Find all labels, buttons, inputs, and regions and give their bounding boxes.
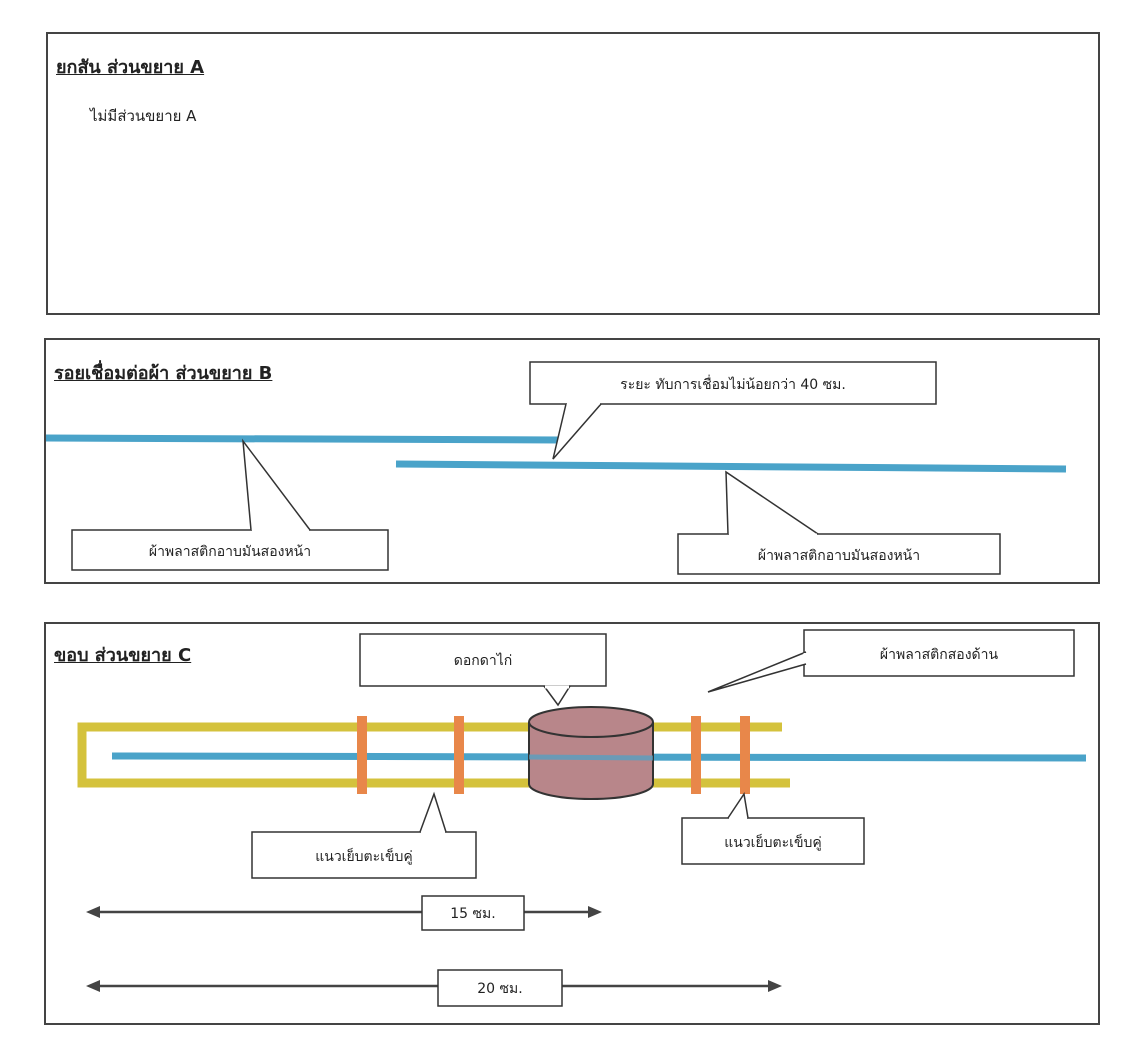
stitch-mark	[740, 716, 750, 794]
callout-fabric-text: ผ้าพลาสติกสองด้าน	[880, 647, 999, 663]
dimension-15-label: 15 ซม.	[450, 906, 495, 922]
left-fabric-line	[46, 434, 560, 444]
seam-diagram: ระยะ ทับการเชื่อมไม่น้อยกว่า 40 ซม. ผ้าพ…	[46, 361, 1067, 575]
grommet-icon	[528, 706, 654, 800]
stitch-mark	[454, 716, 464, 794]
section-b-title: รอยเชื่อมต่อผ้า ส่วนขยาย B	[54, 363, 273, 384]
folded-hem	[77, 722, 790, 788]
panel-section-b: รอยเชื่อมต่อผ้า ส่วนขยาย B ระยะ ทับการเช…	[44, 338, 1100, 584]
panel-section-a: ยกสัน ส่วนขยาย A ไม่มีส่วนขยาย A	[46, 32, 1100, 315]
callout-stitch-left-box	[251, 831, 477, 879]
dimension-20-label: 20 ซม.	[477, 981, 522, 997]
callout-right-text: ผ้าพลาสติกอาบมันสองหน้า	[758, 548, 920, 564]
section-a-title: ยกสัน ส่วนขยาย A	[56, 57, 205, 78]
callout-stitch-left-text: แนวเย็บตะเข็บคู่	[315, 847, 413, 865]
callout-overlap-box	[529, 361, 937, 405]
callout-stitch-left-pointer	[419, 791, 447, 833]
callout-grommet-pointer	[543, 685, 571, 707]
right-fabric-line	[395, 460, 1067, 473]
callout-overlap-pointer	[552, 403, 602, 460]
dimension-15: 15 ซม.	[86, 895, 602, 931]
stitch-mark	[691, 716, 701, 794]
callout-grommet-text: ดอกดาไก่	[454, 652, 512, 669]
callout-stitch-right-text: แนวเย็บตะเข็บคู่	[724, 833, 822, 851]
section-a-note: ไม่มีส่วนขยาย A	[90, 107, 197, 125]
callout-fabric-pointer	[707, 651, 807, 693]
section-c-title: ขอบ ส่วนขยาย C	[54, 645, 192, 666]
callout-left-box	[71, 529, 389, 571]
panel-section-c: ขอบ ส่วนขยาย C ดอกดาไก่ ผ้าพลาสติกสอ	[44, 622, 1100, 1025]
stitch-mark	[357, 716, 367, 794]
dimension-20: 20 ซม.	[86, 969, 782, 1007]
callout-right-pointer	[725, 470, 819, 535]
callout-grommet-box	[359, 633, 607, 687]
hem-diagram: ดอกดาไก่ ผ้าพลาสติกสองด้าน แนวเย็บตะเข็บ…	[77, 629, 1087, 1007]
callout-right-box	[677, 533, 1001, 575]
callout-left-pointer	[242, 438, 311, 531]
callout-overlap-text: ระยะ ทับการเชื่อมไม่น้อยกว่า 40 ซม.	[620, 375, 846, 393]
callout-stitch-right-box	[681, 817, 865, 865]
callout-left-text: ผ้าพลาสติกอาบมันสองหน้า	[149, 544, 311, 560]
callout-stitch-right-pointer	[727, 792, 749, 819]
